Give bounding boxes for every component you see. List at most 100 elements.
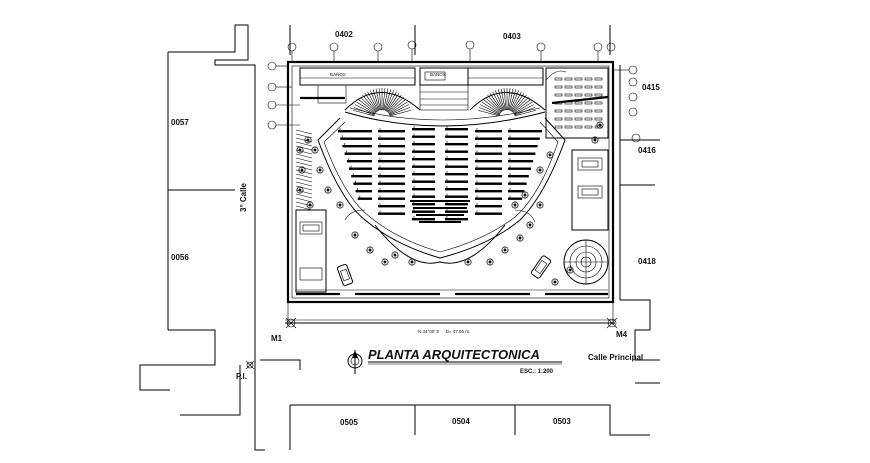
fan-line	[360, 97, 377, 113]
pew	[445, 158, 468, 161]
marker-pi: P.I.	[236, 372, 247, 381]
fan-line	[510, 91, 522, 112]
stage-seating-fans	[344, 88, 546, 127]
pew	[475, 182, 502, 185]
side-pew	[574, 125, 583, 129]
fan-line	[367, 91, 379, 112]
pew	[338, 130, 372, 133]
planting-hatch	[295, 169, 313, 175]
right-room-label: BAÑOS	[430, 71, 446, 77]
fan-line	[387, 97, 404, 113]
tree-icon	[316, 166, 324, 174]
pew	[355, 190, 372, 193]
pew	[445, 188, 468, 191]
tree-icon	[596, 121, 604, 129]
side-pew	[574, 101, 583, 105]
fan-line	[481, 101, 501, 114]
pew	[475, 197, 502, 200]
pew	[412, 158, 435, 161]
lot-0505: 0505	[340, 418, 358, 427]
sanctuary-pew	[416, 214, 464, 216]
fan-line	[369, 90, 380, 111]
side-pew	[574, 85, 583, 89]
planting-hatch	[295, 205, 313, 211]
lot-0403: 0403	[503, 32, 521, 41]
pew	[346, 160, 372, 163]
side-pew	[584, 101, 593, 105]
planting-hatch	[295, 153, 313, 159]
fan-line	[513, 99, 531, 114]
pew	[475, 137, 502, 140]
fan-line	[509, 90, 520, 111]
tree-icon	[391, 251, 399, 259]
pew	[412, 150, 435, 153]
pew	[508, 182, 527, 185]
pew	[378, 152, 405, 155]
fan-line	[487, 94, 503, 113]
grid-axis-markers	[267, 40, 641, 143]
tree-icon	[536, 166, 544, 174]
fan-line	[383, 88, 389, 111]
fan-line	[384, 90, 395, 111]
pew	[475, 190, 502, 193]
pew	[508, 137, 540, 140]
left-parking	[295, 209, 354, 293]
fan-line	[507, 88, 511, 111]
tree-icon	[381, 258, 389, 266]
front-fence	[296, 289, 608, 296]
side-pew	[554, 93, 563, 97]
pew	[445, 135, 468, 138]
tree-icon	[336, 201, 344, 209]
pew	[412, 195, 435, 198]
pew	[378, 205, 405, 208]
fan-line	[388, 101, 408, 114]
right-parking	[530, 149, 609, 279]
pew	[378, 182, 405, 185]
side-pew	[574, 117, 583, 121]
side-pew	[564, 93, 573, 97]
fan-line	[497, 89, 505, 111]
side-pew	[594, 77, 603, 81]
sanctuary-pew	[419, 221, 461, 223]
side-pew	[584, 117, 593, 121]
planting-hatch	[295, 165, 313, 171]
tree-icon	[546, 151, 554, 159]
pew	[342, 145, 372, 148]
lot-0057: 0057	[171, 118, 189, 127]
pew	[475, 212, 502, 215]
fan-line	[508, 88, 514, 111]
fan-line	[480, 104, 500, 115]
corner-markers	[245, 317, 618, 370]
lot-0504: 0504	[452, 417, 470, 426]
marker-m4: M4	[616, 330, 628, 339]
pew	[378, 167, 405, 170]
side-pew	[584, 85, 593, 89]
lot-0056: 0056	[171, 253, 189, 262]
fan-line	[389, 107, 411, 116]
fan-line	[362, 94, 378, 113]
pew	[357, 197, 372, 200]
pew	[475, 145, 502, 148]
planting-hatch	[295, 189, 313, 195]
marker-m1: M1	[271, 334, 283, 343]
pew	[445, 150, 468, 153]
tree-icon	[464, 258, 472, 266]
pew	[445, 165, 468, 168]
fan-line	[385, 91, 397, 112]
title-underline	[368, 361, 562, 365]
tree-icon	[324, 186, 332, 194]
pew	[445, 203, 468, 206]
lot-0402: 0402	[335, 30, 353, 39]
side-pew	[564, 85, 573, 89]
planting-hatch	[295, 193, 313, 199]
pew	[475, 205, 502, 208]
fan-line	[356, 101, 376, 114]
neighbouring-lot-lines	[139, 24, 660, 451]
tree-icon	[591, 136, 599, 144]
fan-line	[514, 109, 537, 117]
fan-line	[389, 109, 412, 117]
left-room-label: BAÑOS	[330, 71, 346, 77]
fan-line	[513, 101, 533, 114]
side-pew	[564, 109, 573, 113]
